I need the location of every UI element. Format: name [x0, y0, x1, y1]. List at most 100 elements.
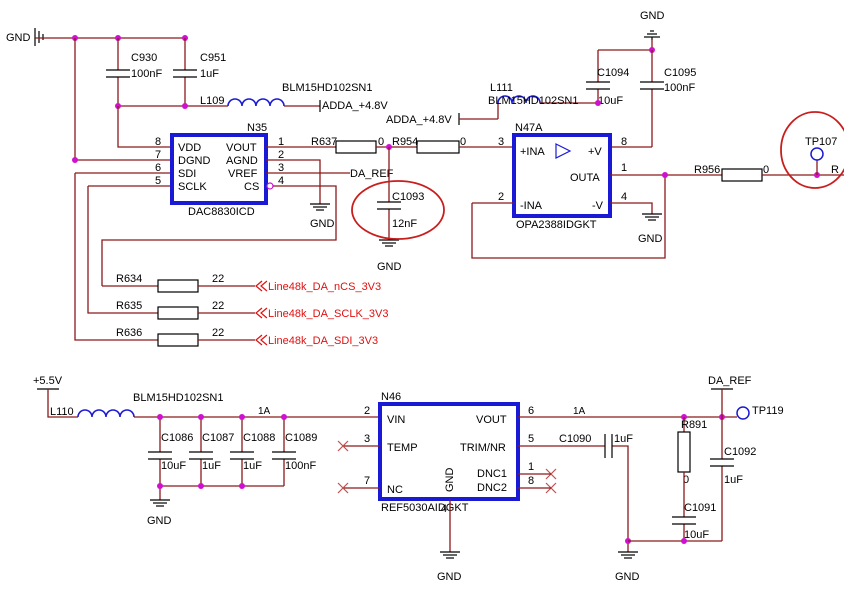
- c1092-value: 1uF: [724, 474, 743, 486]
- r956-ref: R956: [694, 164, 720, 176]
- r637-ref: R637: [311, 136, 337, 148]
- n47a-pin-num: 8: [621, 136, 627, 148]
- cap-ref: C1086: [161, 432, 193, 444]
- n46-pin-num: 8: [528, 475, 534, 487]
- c1094-value: 10uF: [598, 95, 623, 107]
- r637-value: 0: [378, 136, 384, 148]
- r634-ref: R634: [116, 273, 142, 285]
- r635-resistor: [157, 306, 199, 320]
- highlight-circle-tp107: [780, 111, 844, 189]
- r954-value: 0: [460, 136, 466, 148]
- n47a-pin-name: -V: [592, 200, 604, 212]
- n35-pin-num: 7: [155, 149, 161, 161]
- da-ref-top-label: DA_REF: [350, 168, 394, 180]
- c1090-value: 1uF: [614, 433, 633, 445]
- n46-pin-name: DNC2: [477, 482, 507, 494]
- c1090-ref: C1090: [559, 433, 591, 445]
- r635-ref: R635: [116, 300, 142, 312]
- r636-ref: R636: [116, 327, 142, 339]
- gnd-c1093-label: GND: [377, 261, 402, 273]
- r637-resistor: [335, 140, 377, 154]
- n47a-part: OPA2388IDGKT: [516, 219, 597, 231]
- n46-pin-num: 2: [364, 405, 370, 417]
- n35-pin-name: VOUT: [226, 142, 257, 154]
- n35-pin-name: CS: [244, 181, 259, 193]
- gnd-left-symbol: [34, 28, 44, 46]
- c1091-value: 10uF: [684, 529, 709, 541]
- c930-value: 100nF: [131, 68, 162, 80]
- n46-pin-num: 5: [528, 433, 534, 445]
- gnd-top-symbol: [644, 30, 660, 40]
- n46-pin-num: 6: [528, 405, 534, 417]
- cap-ref: C1088: [243, 432, 275, 444]
- current-in-label: 1A: [258, 406, 271, 417]
- cap-value: 1uF: [202, 460, 221, 472]
- cap-ref: C1089: [285, 432, 317, 444]
- opamp-icon: [555, 143, 572, 159]
- gnd-top-label: GND: [640, 10, 665, 22]
- n47a-pin-num: 3: [498, 136, 504, 148]
- n47a-pin-num: 4: [621, 191, 627, 203]
- r954-ref: R954: [392, 136, 418, 148]
- l111-part: BLM15HD102SN1: [488, 95, 579, 107]
- gnd-c1090-label: GND: [615, 571, 640, 583]
- n46-pin-name: VOUT: [476, 414, 507, 426]
- r891-value: 0: [683, 474, 689, 486]
- n46-gnd-pin-name: GND: [444, 468, 456, 493]
- tp119-label: TP119: [752, 405, 784, 417]
- tp119-testpoint: [736, 406, 750, 420]
- n47a-ref: N47A: [515, 122, 543, 134]
- n46-part: REF5030AIDGKT: [381, 502, 469, 514]
- l109-ref: L109: [200, 95, 224, 107]
- l109-inductor: [227, 98, 285, 107]
- r956-value: 0: [763, 164, 769, 176]
- n47a-pin-num: 1: [621, 162, 627, 174]
- l111-inductor: [497, 95, 541, 104]
- c1095-value: 100nF: [664, 82, 695, 94]
- r891-resistor: [677, 431, 691, 473]
- tp107-label: TP107: [805, 136, 837, 148]
- c1095-ref: C1095: [664, 67, 696, 79]
- r636-value: 22: [212, 327, 224, 339]
- n35-pin-num: 6: [155, 162, 161, 174]
- r635-value: 22: [212, 300, 224, 312]
- da-ref-bottom-label: DA_REF: [708, 375, 752, 387]
- cap-value: 100nF: [285, 460, 316, 472]
- n47a-pin-name: +V: [588, 146, 602, 158]
- input-caps: [148, 417, 296, 500]
- gnd-caps-symbol: [150, 499, 170, 507]
- gnd-n46-symbol: [440, 551, 460, 559]
- net-SDI: Line48k_DA_SDI_3V3: [268, 335, 378, 347]
- n35-pin-num: 4: [278, 175, 284, 187]
- r636-resistor: [157, 333, 199, 347]
- supply-label: +5.5V: [33, 375, 63, 387]
- gnd-dac-label: GND: [310, 218, 335, 230]
- cap-value: 1uF: [243, 460, 262, 472]
- gnd-c1093-symbol: [379, 239, 399, 247]
- l109-part: BLM15HD102SN1: [282, 82, 373, 94]
- signal-arrow-icon: [255, 280, 268, 346]
- addda-net-1: ADDA_+4.8V: [322, 100, 388, 112]
- n35-pin-name: DGND: [178, 155, 210, 167]
- n46-pin-name: VIN: [387, 414, 405, 426]
- n46-pin-num: 7: [364, 475, 370, 487]
- c951-value: 1uF: [200, 68, 219, 80]
- c930-ref: C930: [131, 52, 157, 64]
- n35-pin-name: VDD: [178, 142, 201, 154]
- gnd-dac-symbol: [310, 203, 330, 211]
- n35-pin-num: 3: [278, 162, 284, 174]
- n35-pin-name: AGND: [226, 155, 258, 167]
- r634-resistor: [157, 279, 199, 293]
- gnd-n46-label: GND: [437, 571, 462, 583]
- gnd-c1090-symbol: [618, 551, 638, 559]
- gnd-opa-label: GND: [638, 233, 663, 245]
- cap-ref: C1087: [202, 432, 234, 444]
- n35-ref: N35: [247, 122, 267, 134]
- n35-part: DAC8830ICD: [188, 206, 255, 218]
- c1091-ref: C1091: [684, 502, 716, 514]
- n46-pin-name: TEMP: [387, 442, 418, 454]
- tp107-net: R: [831, 164, 839, 176]
- n35-pin-name: SCLK: [178, 181, 207, 193]
- l110-part: BLM15HD102SN1: [133, 392, 224, 404]
- gnd-opa-symbol: [642, 213, 662, 221]
